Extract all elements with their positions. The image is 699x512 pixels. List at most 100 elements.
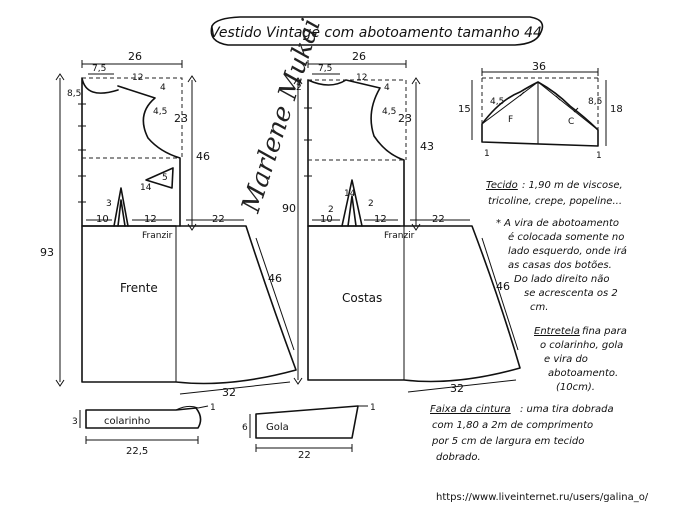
front-waist-left: 10 [96, 214, 109, 225]
gola-label: Gola [266, 422, 289, 433]
front-shoulder: 12 [132, 73, 143, 83]
fabric-line-1: : 1,90 m de viscose, [522, 180, 623, 191]
sleeve-front-mark: C [568, 117, 574, 127]
interfacing-line-2: o colarinho, gola [540, 340, 623, 351]
sleeve-helper [481, 77, 599, 130]
back-measure-left [293, 77, 303, 385]
back-waist-mid: 12 [374, 214, 387, 225]
front-neck-depth: 8,5 [67, 89, 81, 99]
closure-note: * A vira de abotoamento é colocada somen… [496, 218, 627, 313]
gola-width: 22 [298, 450, 311, 461]
sleeve-cap-left: 4,5 [490, 97, 504, 107]
waistband-line-2: com 1,80 a 2m de comprimento [432, 420, 593, 431]
colarinho-tip [175, 405, 209, 411]
closure-line-4: as casas dos botões. [508, 260, 612, 271]
interfacing-heading: Entretela [534, 326, 580, 337]
sleeve-measure-top [481, 68, 599, 76]
back-measure-side [411, 77, 421, 231]
back-armhole-width: 4,5 [382, 107, 396, 117]
back-shoulder-drop: 4 [384, 83, 390, 93]
fabric-note: Tecido : 1,90 m de viscose, tricoline, c… [486, 180, 623, 207]
gola-height: 6 [242, 423, 248, 433]
back-pattern: 26 7,5 2 12 4 4,5 23 43 90 2 14 2 10 12 … [282, 50, 521, 395]
front-measure-side [187, 75, 197, 231]
back-waist-side: 22 [432, 214, 445, 225]
sleeve-pattern: 36 15 18 4,5 8,5 F C 1 1 [458, 60, 623, 161]
front-waist-side: 22 [212, 214, 225, 225]
back-neck-depth: 2 [296, 83, 302, 93]
back-bodice-width: 26 [352, 50, 366, 63]
closure-line-3: lado esquerdo, onde irá [508, 245, 627, 257]
front-waist-mid: 12 [144, 214, 157, 225]
front-bodice-outline [81, 77, 181, 227]
sleeve-height-left: 15 [458, 104, 471, 115]
back-franzir: Franzir [384, 231, 415, 241]
waistband-heading: Faixa da cintura [430, 404, 511, 415]
back-total-length: 90 [282, 202, 296, 215]
fabric-heading: Tecido [486, 180, 518, 191]
waistband-line-3: por 5 cm de largura em tecido [431, 436, 584, 447]
gola-mark: 1 [370, 403, 376, 413]
sleeve-point-right: 1 [596, 151, 602, 161]
back-measure-skirt-side [481, 237, 519, 351]
gola-piece: Gola 6 22 1 [242, 403, 376, 461]
front-pattern: 26 7,5 8,5 12 4 4,5 23 46 5 3 14 10 12 2… [40, 50, 297, 399]
back-hem: 32 [450, 382, 464, 395]
back-measure-hem [407, 379, 517, 393]
front-bodice-width: 26 [128, 50, 142, 63]
front-dart [113, 187, 129, 227]
interfacing-line-3: e vira do [544, 354, 588, 365]
front-skirt-side: 46 [268, 272, 282, 285]
interfacing-line-1: fina para [582, 326, 627, 337]
front-dart-top: 5 [162, 173, 168, 183]
back-dart-width-right: 2 [368, 199, 374, 209]
fabric-line-2: tricoline, crepe, popeline... [488, 196, 622, 207]
front-armhole-depth: 23 [174, 112, 188, 125]
closure-line-7: cm. [530, 302, 548, 313]
colarinho-mark: 1 [210, 403, 216, 413]
front-franzir: Franzir [142, 231, 173, 241]
back-bodice-outline [307, 79, 405, 227]
front-measure-hem [179, 381, 291, 395]
back-measure-top [307, 60, 407, 68]
waistband-line-1: : uma tira dobrada [520, 404, 614, 415]
sleeve-diagonals [481, 81, 599, 131]
closure-line-6: se acrescenta os 2 [524, 288, 618, 299]
front-shoulder-drop: 4 [160, 83, 166, 93]
colarinho-label: colarinho [104, 416, 150, 427]
closure-line-5: Do lado direito não [514, 274, 610, 285]
back-label: Costas [342, 291, 382, 305]
back-neck-width: 7,5 [318, 64, 332, 74]
sleeve-back-mark: F [508, 115, 513, 125]
sleeve-point-left: 1 [484, 149, 490, 159]
title-block: Vestido Vintage com abotoamento tamanho … [210, 16, 544, 46]
front-neck-width: 7,5 [92, 64, 106, 74]
waistband-line-4: dobrado. [436, 452, 481, 463]
sleeve-width: 36 [532, 60, 546, 73]
back-armhole-depth: 23 [398, 112, 412, 125]
colarinho-measure-width [85, 436, 199, 444]
sleeve-outline [481, 81, 599, 147]
back-skirt-side: 46 [496, 280, 510, 293]
front-total-length: 93 [40, 246, 54, 259]
interfacing-line-4: abotoamento. [548, 368, 618, 379]
sleeve-height-right: 18 [610, 104, 623, 115]
front-dots-left [78, 103, 86, 203]
front-bodice-helper [82, 77, 183, 160]
front-measure-top [81, 60, 183, 68]
gola-outline [255, 405, 359, 439]
source-url: https://www.liveinternet.ru/users/galina… [436, 492, 649, 503]
colarinho-width: 22,5 [126, 446, 148, 457]
front-measure-skirt-side [255, 237, 295, 351]
front-skirt-outline [81, 225, 297, 385]
front-hem: 32 [222, 386, 236, 399]
front-measure-left [55, 73, 65, 387]
closure-line-1: * A vira de abotoamento [496, 218, 619, 229]
interfacing-line-5: (10cm). [556, 382, 595, 393]
back-dots-left [304, 107, 312, 177]
front-side-dart [145, 167, 174, 189]
back-side-length: 43 [420, 140, 434, 153]
back-dart-length: 14 [344, 189, 356, 199]
